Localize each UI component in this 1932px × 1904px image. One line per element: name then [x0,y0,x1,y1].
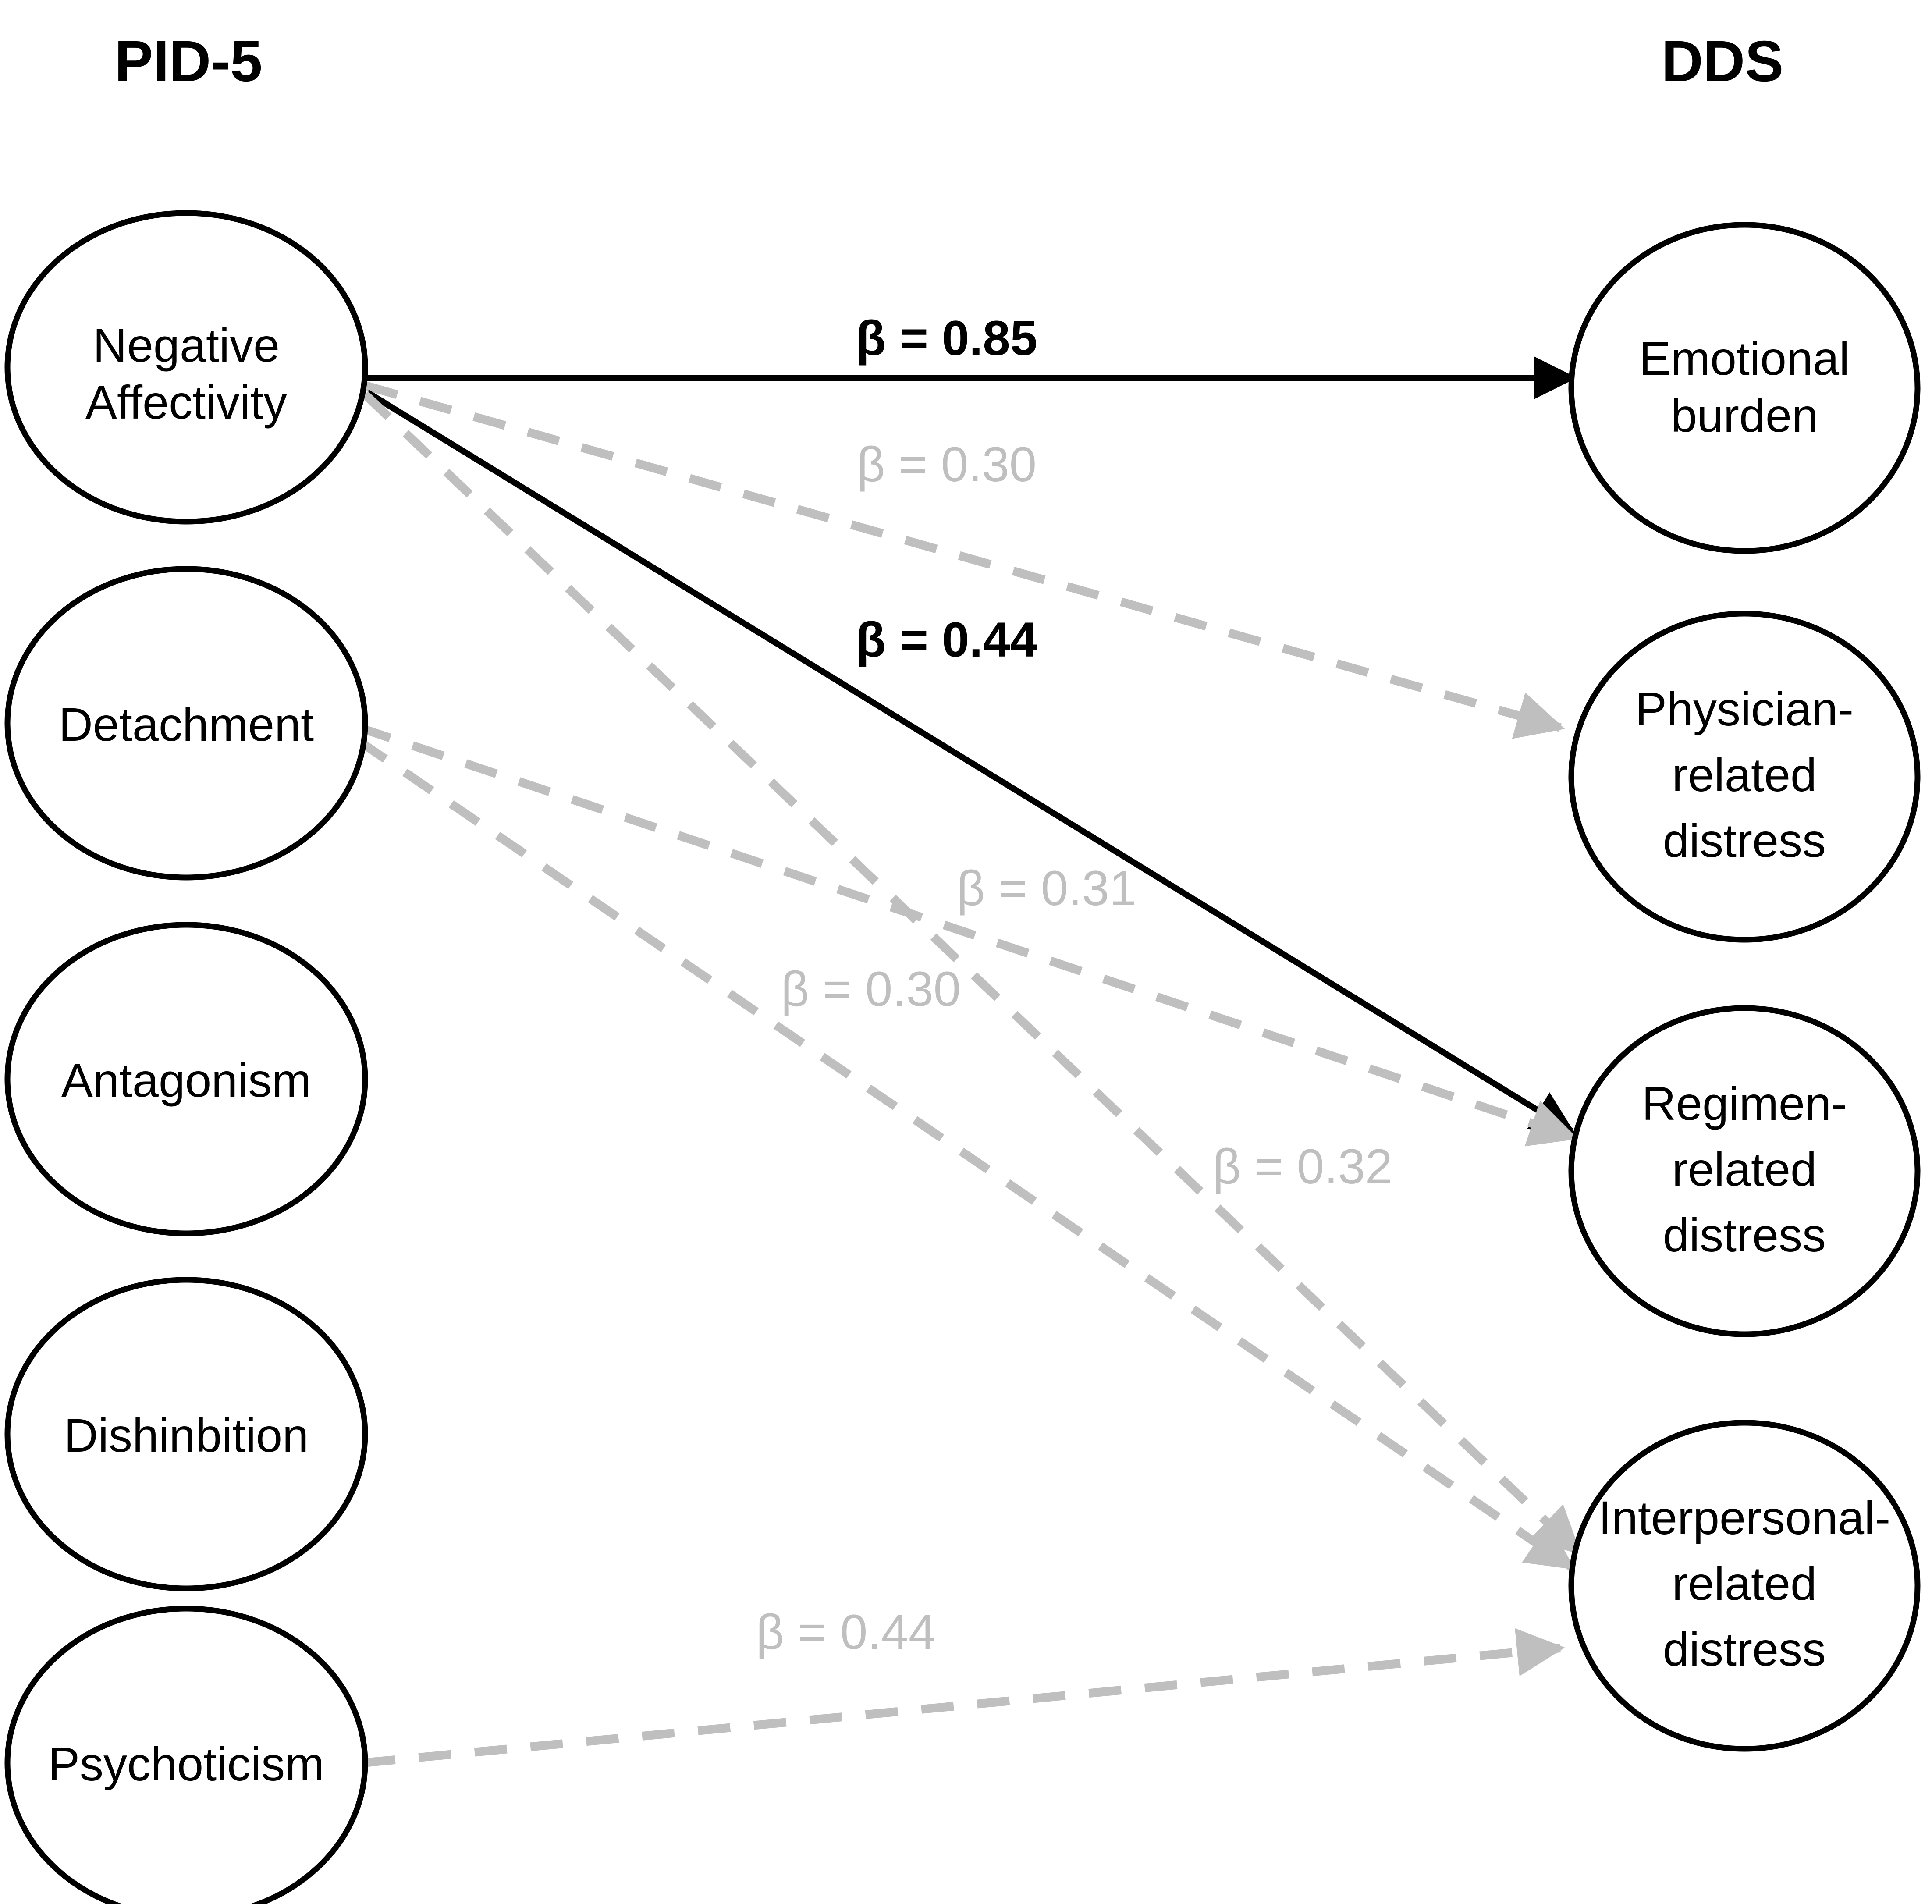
node-label-antagonism: Antagonism [61,1054,311,1107]
node-circle-antagonism [4,922,368,1236]
node-regimen-related-distress[interactable]: Regimen- related distress [1568,1005,1921,1337]
edge-psychoticism-to-interpersonal [362,1628,1565,1767]
node-negative-affectivity[interactable]: Negative Affectivity [4,210,368,525]
node-label-physician-line1: Physician- [1635,682,1854,735]
edge-detachment-to-interpersonal [356,737,1576,1571]
edge-label-na-to-interpersonal: β = 0.31 [957,861,1136,916]
node-circle-psychoticism [4,1606,368,1904]
node-circle-emotional-burden [1568,222,1921,554]
node-psychoticism[interactable]: Psychoticism [4,1606,368,1904]
column-header-dds: DDS [1662,29,1784,93]
node-label-interpersonal-line2: related [1672,1557,1817,1610]
node-dishinbition[interactable]: Dishinbition [4,1277,368,1591]
node-physician-related-distress[interactable]: Physician- related distress [1568,611,1921,943]
node-label-regimen-line3: distress [1663,1208,1826,1261]
edge-label-na-to-physician: β = 0.30 [857,437,1037,492]
node-circle-physician-related-distress [1568,611,1921,943]
edge-detachment-to-regimen [358,723,1578,1147]
node-label-regimen-line1: Regimen- [1642,1077,1847,1130]
node-label-detachment: Detachment [59,698,314,751]
edge-na-to-regimen [366,390,1575,1133]
edge-label-na-to-regimen: β = 0.44 [856,612,1037,667]
node-label-emotional-burden-line2: burden [1671,389,1818,442]
node-label-psychoticism: Psychoticism [48,1737,324,1790]
node-interpersonal-related-distress[interactable]: Interpersonal- related distress [1568,1420,1921,1752]
node-antagonism[interactable]: Antagonism [4,922,368,1236]
node-circle-detachment [4,566,368,881]
node-label-emotional-burden-line1: Emotional [1639,332,1850,385]
node-circle-interpersonal-related-distress [1568,1420,1921,1752]
column-header-pid5: PID-5 [114,29,262,93]
node-label-negative-affectivity-line2: Affectivity [85,376,287,429]
node-emotional-burden[interactable]: Emotional burden [1568,222,1921,554]
node-detachment[interactable]: Detachment [4,566,368,881]
edge-na-to-physician [365,381,1565,739]
edge-label-detachment-to-regimen: β = 0.32 [1213,1139,1392,1194]
node-circle-regimen-related-distress [1568,1005,1921,1337]
node-circle-negative-affectivity [4,210,368,525]
edge-label-detachment-to-interpersonal: β = 0.30 [781,962,961,1016]
edge-label-na-to-emotional: β = 0.85 [856,311,1037,366]
edge-na-to-interpersonal [362,391,1581,1555]
node-label-interpersonal-line1: Interpersonal- [1598,1491,1890,1544]
node-label-negative-affectivity-line1: Negative [93,319,280,372]
node-label-physician-line3: distress [1663,814,1826,867]
node-label-dishinbition: Dishinbition [64,1409,309,1462]
node-circle-dishinbition [4,1277,368,1591]
node-label-regimen-line2: related [1672,1143,1817,1196]
node-label-physician-line2: related [1672,748,1817,801]
node-label-interpersonal-line3: distress [1663,1623,1826,1676]
edge-label-psychoticism-to-interpersonal: β = 0.44 [756,1605,936,1659]
